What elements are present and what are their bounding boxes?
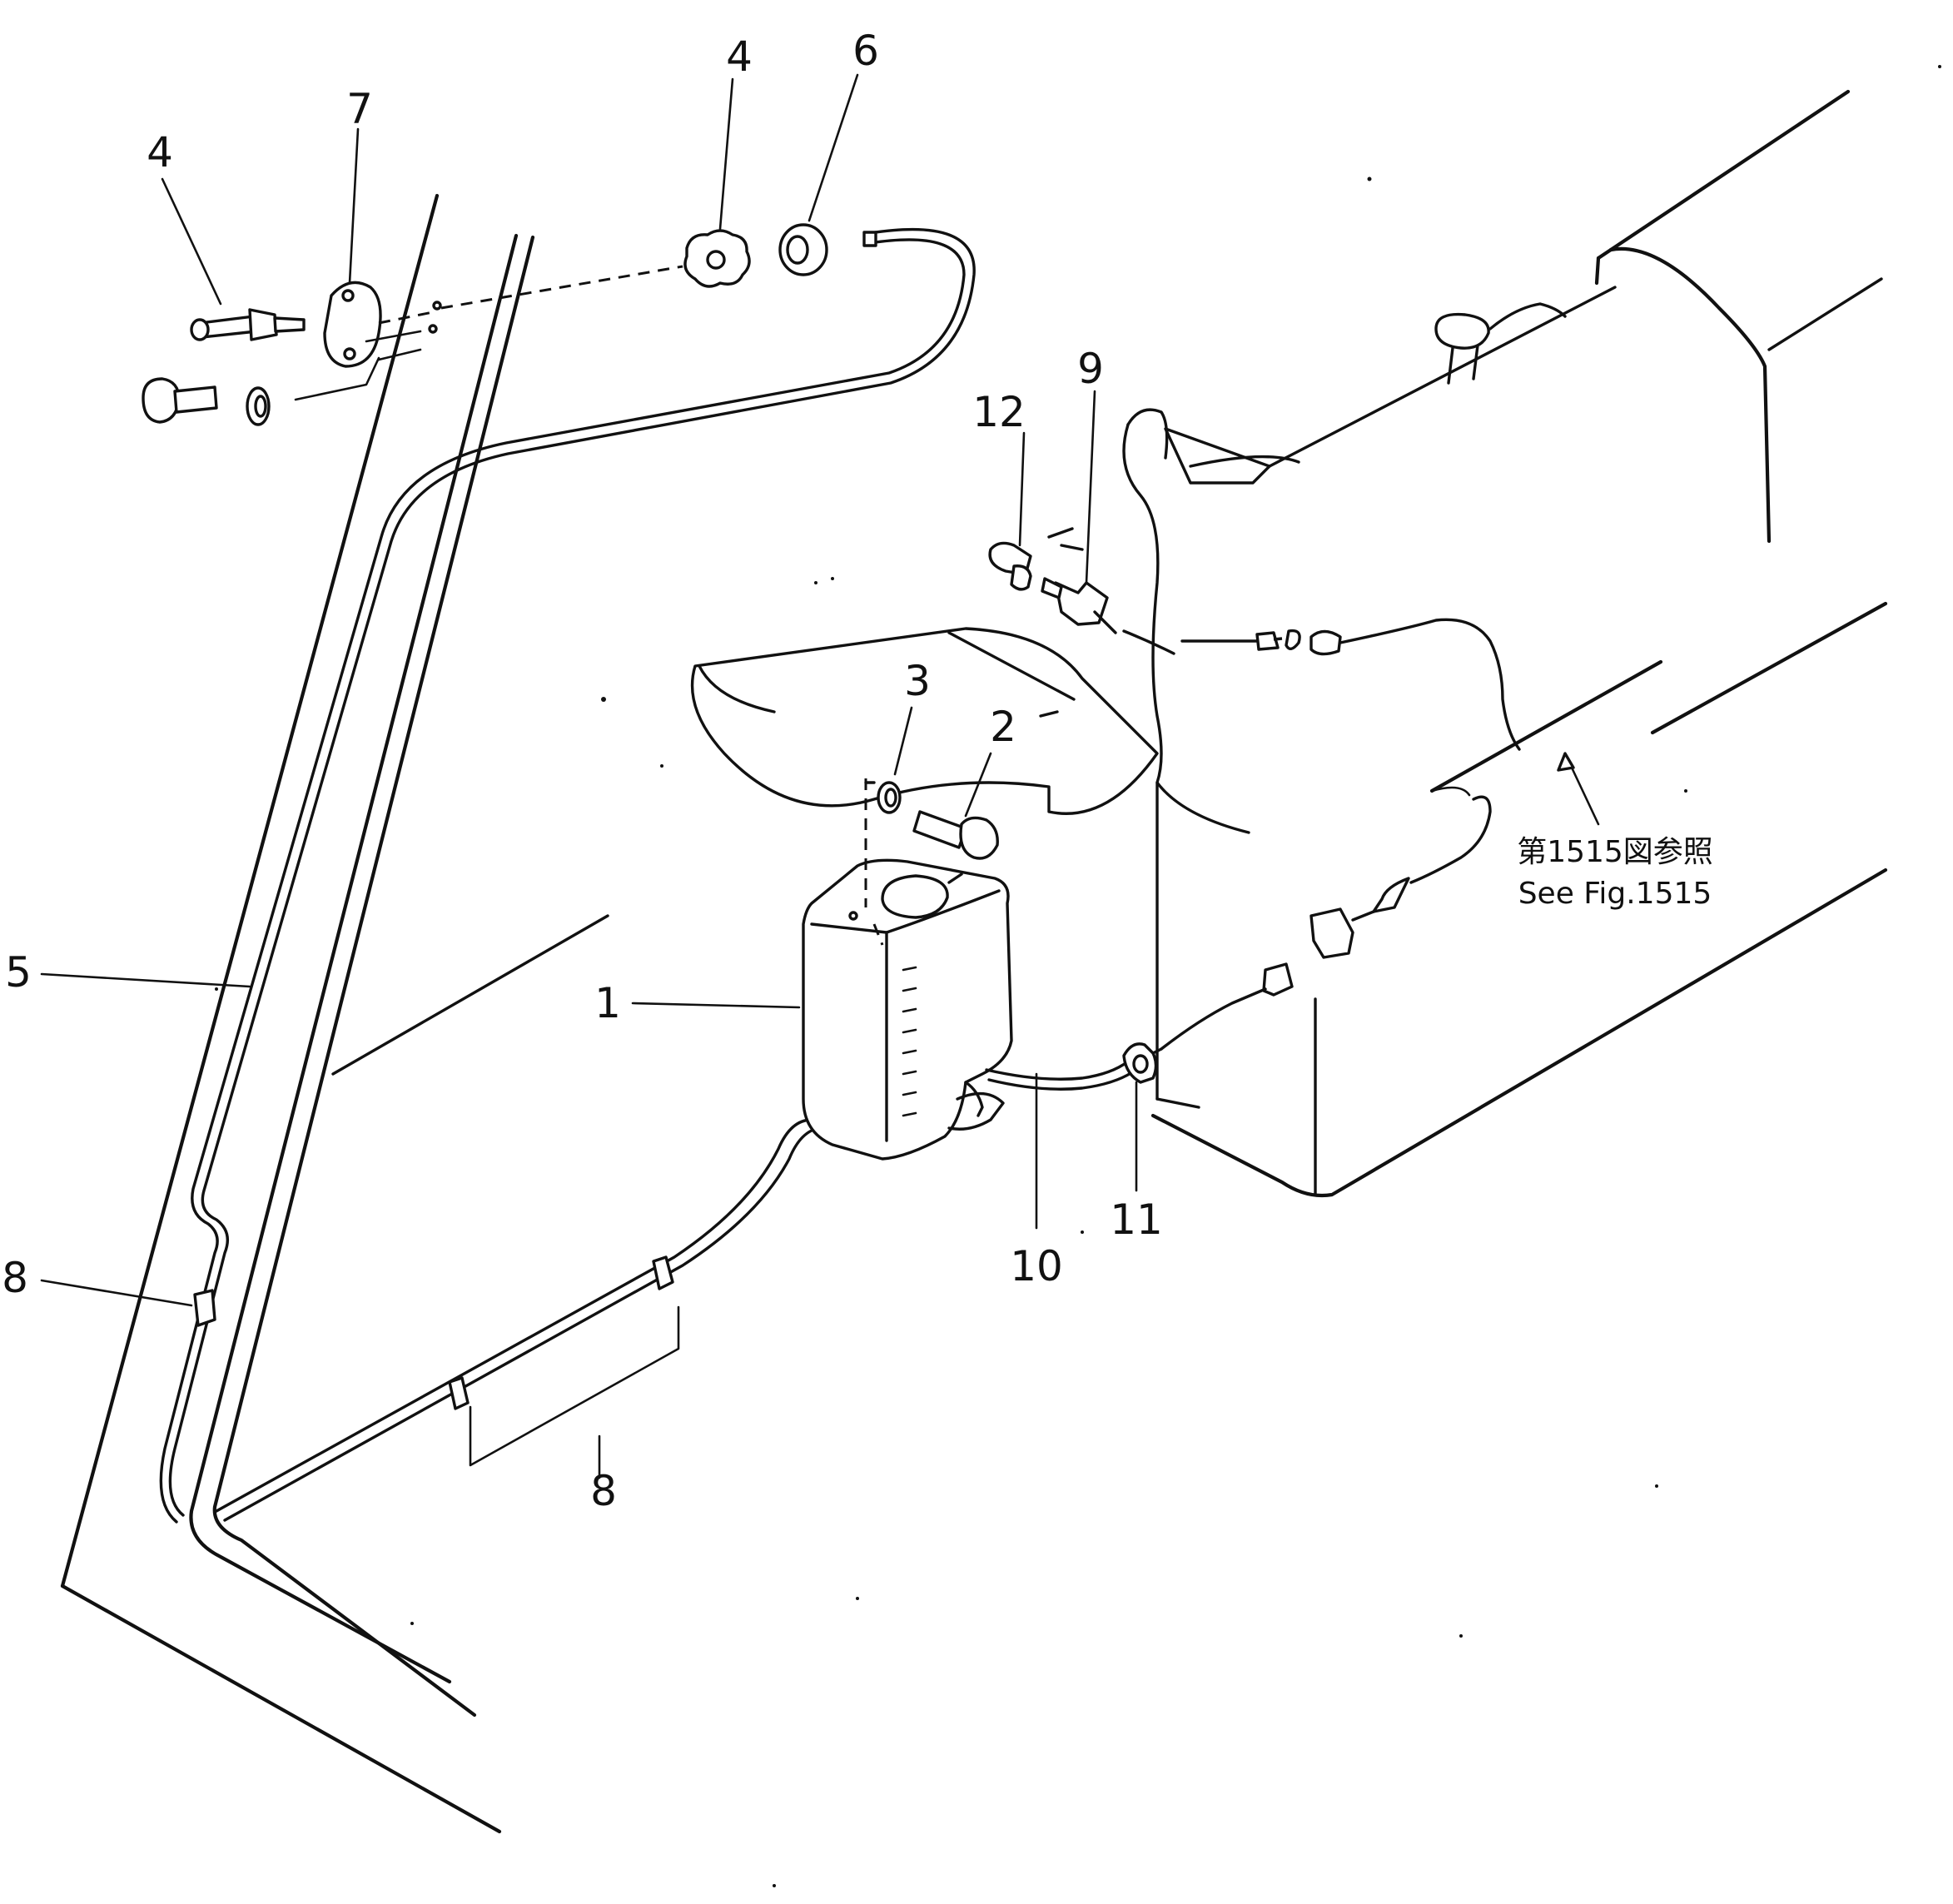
- callout-5: 5: [5, 948, 32, 997]
- callout-10: 10: [1010, 1242, 1063, 1290]
- machine-housing: [1122, 89, 1888, 1198]
- bolt-and-washer: [864, 781, 999, 860]
- callout-8-bottom: 8: [590, 1467, 617, 1515]
- callout-4-right: 4: [726, 32, 753, 81]
- specks: [215, 65, 1941, 1887]
- callout-6: 6: [852, 27, 879, 75]
- callout-11: 11: [1110, 1196, 1163, 1244]
- callout-12: 12: [972, 388, 1026, 436]
- reference-english: See Fig.1515: [1518, 877, 1712, 911]
- callout-labels: 4 7 4 6 9 12 3 2 1 5 8 8 10 11: [2, 27, 1163, 1515]
- switch-parts: [988, 527, 1175, 655]
- callout-9: 9: [1077, 345, 1104, 393]
- pump-hose: [985, 1060, 1134, 1091]
- grommet: [1122, 1042, 1158, 1084]
- washer-tank: [802, 778, 1013, 1161]
- reference-japanese: 第1515図参照: [1517, 835, 1713, 869]
- tank-feed-hose: [215, 1118, 822, 1522]
- wire-harness: [1143, 618, 1521, 1059]
- mounting-bracket: [690, 627, 1159, 815]
- callout-2: 2: [990, 703, 1016, 751]
- nozzle-parts: [142, 223, 828, 426]
- cab-front-pillar: [60, 193, 609, 1834]
- hose-clips: [193, 1255, 674, 1410]
- callout-7: 7: [346, 85, 373, 133]
- washer-hose: [159, 227, 976, 1524]
- leader-lines: [40, 73, 1600, 1479]
- callout-4-left: 4: [147, 128, 173, 176]
- figure-reference: 第1515図参照 See Fig.1515: [1517, 835, 1713, 911]
- callout-8-left: 8: [2, 1254, 28, 1302]
- callout-1: 1: [594, 979, 621, 1027]
- callout-3: 3: [904, 657, 931, 705]
